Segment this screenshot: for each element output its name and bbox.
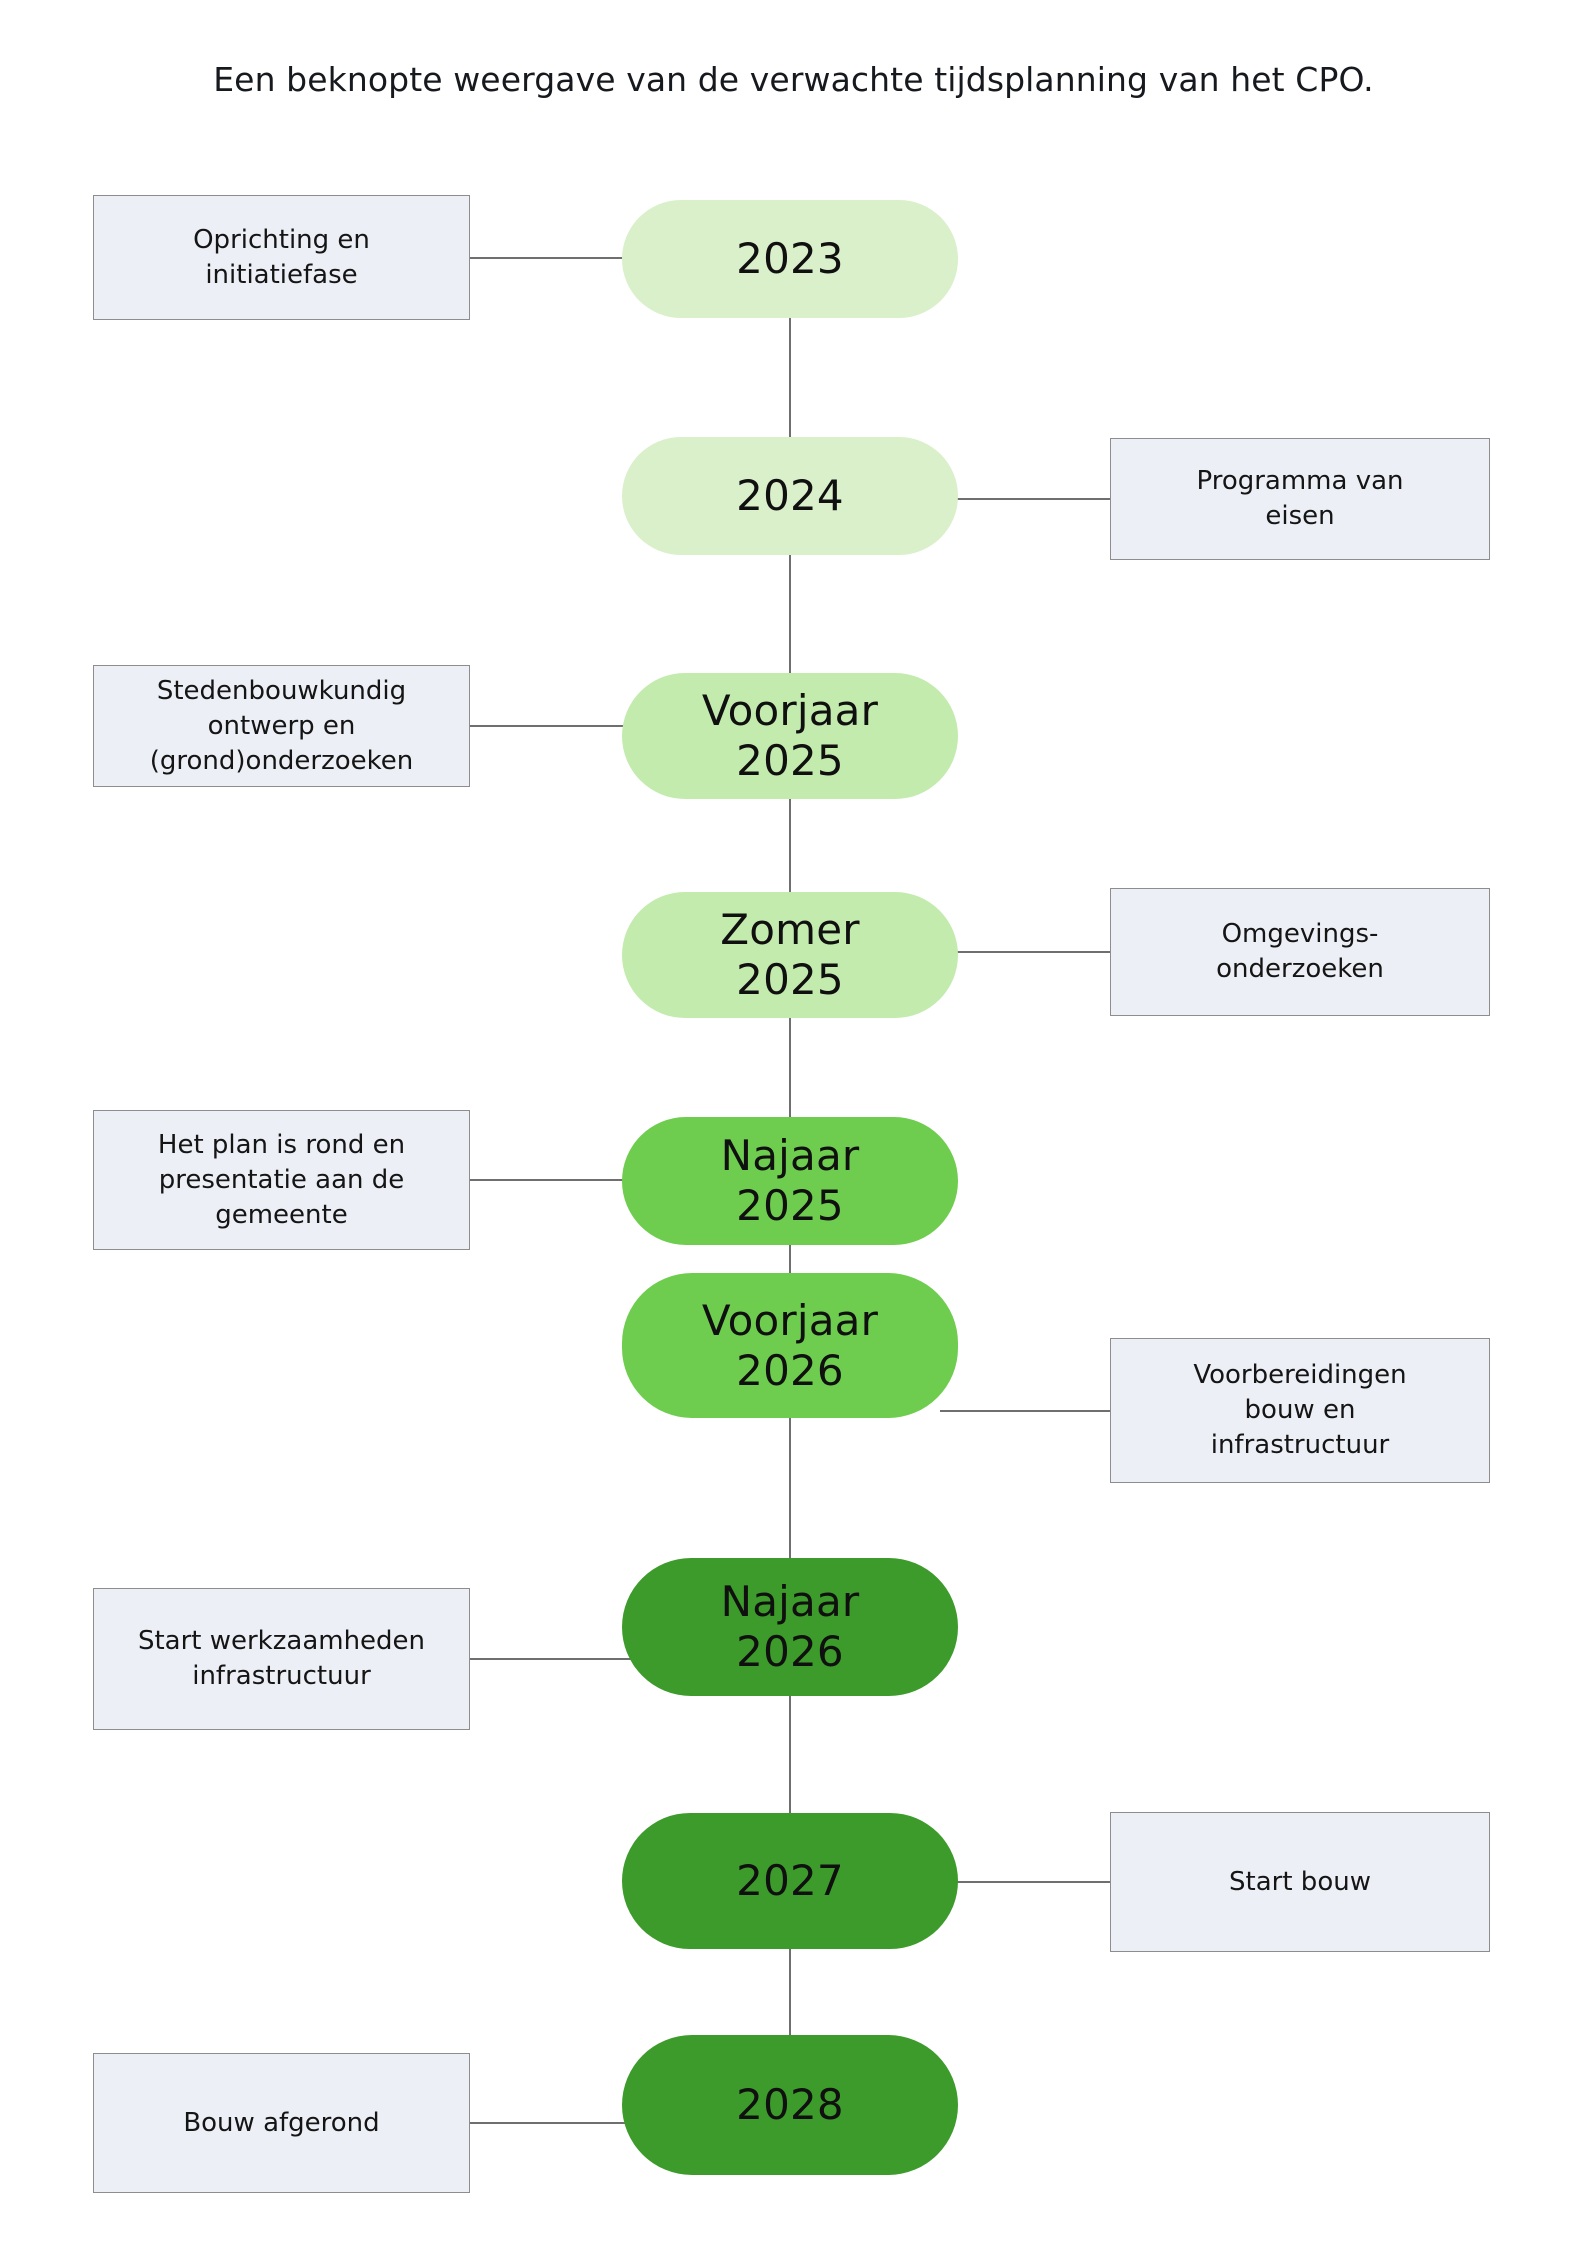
spine-segment [789,1235,791,1283]
node-label-line-1: 2027 [736,1856,844,1905]
spine-segment [789,308,791,447]
label-line: Stedenbouwkundig [156,675,407,706]
node-2027[interactable]: 2027 [622,1813,958,1949]
label-box-text: Omgevings-onderzoeken [1216,917,1384,987]
connector-line [940,951,1110,953]
connector-line [940,1409,1110,1412]
label-box-text: Start werkzaamheden infrastructuur [138,1624,425,1694]
spine-segment [789,1408,791,1568]
node-label-line-2: 2025 [736,736,844,785]
label-box-text: Start bouw [1229,1865,1371,1900]
node-label-line-1: Najaar [720,1577,860,1626]
connector-line [470,1658,640,1660]
label-box-zomer-2025[interactable]: Omgevings-onderzoeken [1110,888,1490,1016]
label-line: infrastructuur [1210,1430,1390,1460]
node-label-line-2: 2025 [736,1181,844,1230]
label-line: presentatie aan de [158,1164,405,1195]
label-box-text: Het plan is rond en presentatie aan de gem… [158,1128,405,1233]
connector-line [470,256,640,259]
spine-segment [789,1008,791,1127]
label-line: Het plan is rond en [157,1129,406,1160]
label-line: onderzoeken [1216,954,1384,984]
label-line: Start werkzaamheden [137,1626,426,1656]
label-line: Oprichting en [193,224,370,255]
label-box-najaar-2026[interactable]: Start werkzaamheden infrastructuur [93,1588,470,1730]
label-line: gemeente [215,1199,348,1230]
node-2028[interactable]: 2028 [622,2035,958,2175]
connector-line [940,1881,1110,1883]
node-label-line-1: 2028 [736,2080,844,2129]
label-line: (grond)onderzoeken [149,745,414,776]
node-2023[interactable]: 2023 [622,200,958,318]
spine-segment [789,545,791,683]
node-label-line-1: Najaar [720,1131,860,1180]
label-box-2023[interactable]: Oprichting en initiatiefase [93,195,470,320]
label-line: Bouw afgerond [183,2107,380,2138]
node-2024[interactable]: 2024 [622,437,958,555]
label-line: bouw en [1244,1395,1356,1425]
label-line: Start bouw [1229,1866,1371,1897]
connector-line [470,1179,640,1181]
label-box-2024[interactable]: Programma van eisen [1110,438,1490,560]
label-box-2028[interactable]: Bouw afgerond [93,2053,470,2193]
spine-segment [789,1686,791,1823]
spine-segment [789,789,791,902]
page-title: Een beknopte weergave van de verwachte t… [213,60,1374,99]
connector-line [470,2122,640,2124]
label-box-2027[interactable]: Start bouw [1110,1812,1490,1952]
label-box-voorjaar-2026[interactable]: Voorbereidingen bouw en infrastructuur [1110,1338,1490,1483]
label-box-text: Stedenbouwkundig ontwerp en (grond)onderzo… [150,674,414,779]
label-box-text: Bouw afgerond [183,2106,379,2141]
label-line: infrastructuur [192,1661,371,1691]
label-line: initiatiefase [205,259,358,290]
label-line: Voorbereidingen [1193,1360,1407,1390]
node-label-line-1: Voorjaar [701,686,879,735]
node-label-line-2: 2026 [736,1627,844,1676]
label-box-voorjaar-2025[interactable]: Stedenbouwkundig ontwerp en (grond)onderzo… [93,665,470,787]
label-box-text: Voorbereidingen bouw en infrastructuur [1193,1358,1406,1463]
connector-line [470,725,640,727]
label-line: Omgevings- [1221,919,1379,949]
label-box-najaar-2025[interactable]: Het plan is rond en presentatie aan de gem… [93,1110,470,1250]
node-label-line-1: Zomer [720,905,860,954]
label-line: Programma van [1196,466,1404,496]
node-label-line-1: 2023 [736,234,844,283]
node-label-line-2: 2025 [736,955,844,1004]
spine-segment [789,1939,791,2045]
connector-line [940,498,1110,500]
label-line: ontwerp en [207,710,356,741]
node-label-line-2: 2026 [736,1345,844,1395]
label-box-text: Oprichting en initiatiefase [193,223,370,293]
label-line: eisen [1265,501,1335,531]
node-label-line-1: Voorjaar [701,1295,879,1345]
label-box-text: Programma van eisen [1196,464,1403,534]
node-label-line-1: 2024 [736,471,844,520]
